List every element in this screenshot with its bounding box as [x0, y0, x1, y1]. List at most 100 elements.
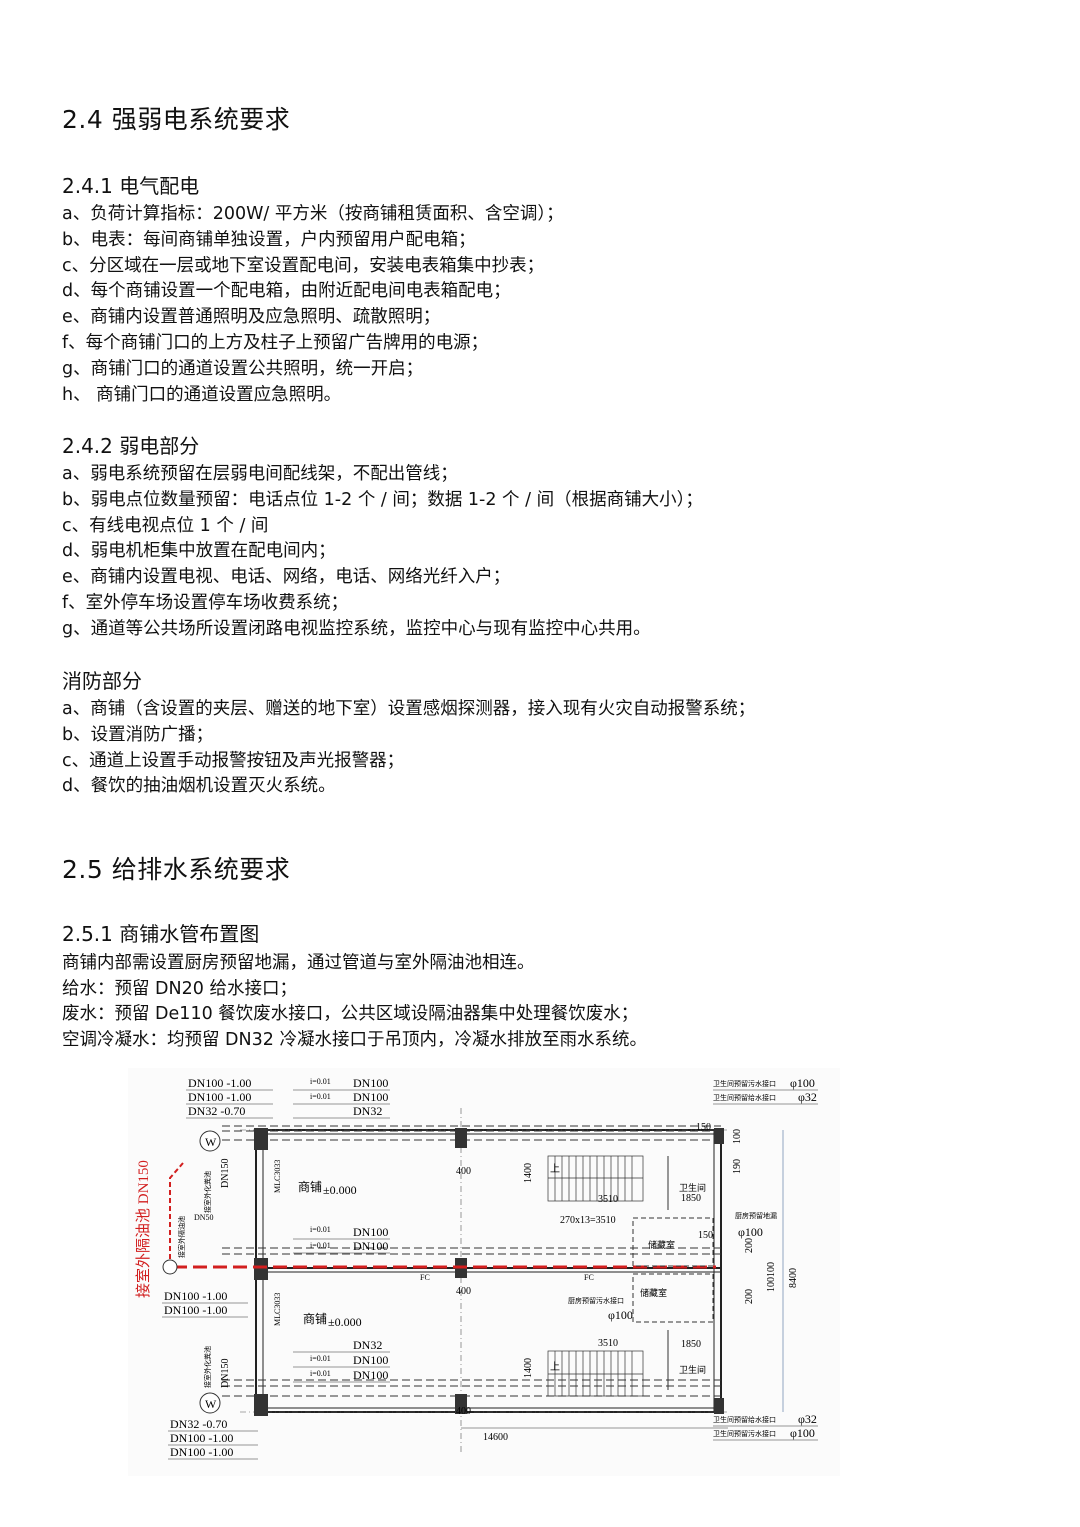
- list-item: a、负荷计算指标：200W/ 平方米（按商铺租赁面积、含空调）；: [62, 204, 564, 224]
- fc-label: FC: [420, 1273, 430, 1282]
- list-item: e、商铺内设置普通照明及应急照明、疏散照明；: [62, 307, 441, 328]
- list-item: c、分区域在一层或地下室设置配电间，安装电表箱集中抄表；: [62, 255, 545, 276]
- slope-labels-bottom: DN32 i=0.01 i=0.01 DN100 DN100: [293, 1338, 390, 1383]
- dimension-labels: 400 400 400 1400 1400 3510 3510 270x13=3…: [456, 1122, 799, 1443]
- list-item: c、有线电视点位 1 个 / 间: [62, 515, 269, 536]
- callout-value: φ100: [790, 1426, 815, 1440]
- section-2-5-title: 2.5 给排水系统要求: [62, 855, 291, 884]
- dimension: 14600: [483, 1432, 508, 1443]
- pipe-label: DN150: [220, 1359, 231, 1388]
- pipe-label: DN100: [353, 1353, 388, 1367]
- dimension: 100: [732, 1129, 743, 1144]
- right-bottom-callouts: 卫生间预留给水接口 φ32 卫生间预留污水接口 φ100: [713, 1412, 818, 1441]
- pipe-label: DN32 -0.70: [188, 1104, 245, 1118]
- callout-label: 卫生间预留给水接口: [713, 1093, 776, 1102]
- slope-label: i=0.01: [310, 1225, 331, 1234]
- dimension: 3510: [598, 1194, 618, 1205]
- right-top-callouts: 卫生间预留污水接口 φ100 卫生间预留给水接口 φ32: [713, 1076, 818, 1105]
- dimension: 400: [456, 1166, 471, 1177]
- list-item: c、通道上设置手动报警按钮及声光报警器；: [62, 750, 405, 771]
- pipe-label: DN100: [353, 1090, 388, 1104]
- list-item: a、商铺（含设置的夹层、赠送的地下室）设置感烟探测器，接入现有火灾自动报警系统；: [62, 699, 756, 719]
- pipe-label: DN100: [353, 1076, 388, 1090]
- pipe-label: DN32: [353, 1104, 382, 1118]
- stair-upper: [547, 1155, 644, 1202]
- note-label: 接室外隔油池: [177, 1216, 186, 1258]
- room-label: 储藏室: [648, 1239, 675, 1250]
- room-label: 厨房预留污水接口: [568, 1296, 624, 1305]
- slope-label: i=0.01: [310, 1354, 331, 1363]
- room-label: 厨房预留地漏: [735, 1211, 777, 1220]
- paragraph-line: 商铺内部需设置厨房预留地漏，通过管道与室外隔油池相连。: [62, 953, 535, 973]
- callout-value: φ100: [790, 1076, 815, 1090]
- note-label: 接室外化粪池: [203, 1346, 212, 1388]
- subsection-2-4-2-title: 2.4.2 弱电部分: [62, 434, 200, 458]
- callout-label: 卫生间预留污水接口: [713, 1079, 776, 1088]
- slope-label: i=0.01: [310, 1092, 331, 1101]
- room-labels: 卫生间 卫生间 储藏室 储藏室 厨房预留地漏 厨房预留污水接口 φ100 φ10…: [568, 1182, 777, 1375]
- dimension: 1400: [523, 1358, 534, 1378]
- left-mid-pipe-labels: DN100 -1.00 DN100 -1.00: [162, 1289, 248, 1318]
- slope-label: i=0.01: [310, 1077, 331, 1086]
- slope-labels-mid: i=0.01 i=0.01 DN100 DN100: [293, 1225, 390, 1254]
- fire-protection-title: 消防部分: [62, 669, 142, 693]
- paragraph-line: 废水：预留 De110 餐饮废水接口，公共区域设隔油器集中处理餐饮废水；: [62, 1004, 639, 1025]
- fc-label: FC: [584, 1273, 594, 1282]
- column-tag: MLC3033: [273, 1160, 282, 1193]
- dimension: 1850: [681, 1193, 701, 1204]
- pipe-label: DN100 -1.00: [170, 1445, 233, 1459]
- note-label: 接室外化粪池: [203, 1171, 212, 1213]
- grease-trap-label: 接室外隔油池 DN150: [135, 1160, 152, 1298]
- left-top-pipe-labels: DN100 -1.00 DN100 -1.00 DN32 -0.70: [186, 1076, 273, 1119]
- well-label: W: [205, 1135, 217, 1149]
- column-tag: MLC3033: [273, 1293, 282, 1326]
- plumbing-paragraph: 商铺内部需设置厨房预留地漏，通过管道与室外隔油池相连。 给水：预留 DN20 给…: [62, 951, 647, 1053]
- fire-protection-list: a、商铺（含设置的夹层、赠送的地下室）设置感烟探测器，接入现有火灾自动报警系统；…: [62, 697, 755, 800]
- dimension: 150: [696, 1122, 711, 1133]
- dimension: 270x13=3510: [560, 1215, 616, 1226]
- stair-lower: [547, 1350, 644, 1397]
- left-bottom-pipe-labels: DN32 -0.70 DN100 -1.00 DN100 -1.00: [168, 1417, 258, 1460]
- pipe-label: DN100 -1.00: [188, 1076, 251, 1090]
- slope-label: i=0.01: [310, 1369, 331, 1378]
- pipe-label: DN100: [353, 1225, 388, 1239]
- pipe-size: φ100: [738, 1225, 763, 1239]
- slope-labels-top: i=0.01 i=0.01 DN100 DN100 DN32: [293, 1076, 390, 1119]
- dimension: 400: [456, 1406, 471, 1417]
- paragraph-line: 空调冷凝水：均预留 DN32 冷凝水接口于吊顶内，冷凝水排放至雨水系统。: [62, 1029, 647, 1050]
- pipe-label: DN100 -1.00: [164, 1289, 227, 1303]
- list-item: a、弱电系统预留在层弱电间配线架，不配出管线；: [62, 464, 458, 484]
- paragraph-line: 给水：预留 DN20 给水接口；: [62, 978, 297, 999]
- dimension: 200: [744, 1289, 755, 1304]
- list-item: d、餐饮的抽油烟机设置灭火系统。: [62, 776, 336, 797]
- stair-up-label: 上: [550, 1163, 560, 1175]
- interior-partitions: [632, 1156, 714, 1390]
- list-item: b、设置消防广播；: [62, 724, 214, 745]
- elevation-label: ±0.000: [328, 1315, 362, 1329]
- list-item: d、弱电机柜集中放置在配电间内；: [62, 541, 336, 562]
- subsection-2-4-1-title: 2.4.1 电气配电: [62, 174, 200, 198]
- list-item: d、每个商铺设置一个配电箱，由附近配电间电表箱配电；: [62, 281, 511, 302]
- slope-label: i=0.01: [310, 1241, 331, 1250]
- dimension: 150: [698, 1230, 713, 1241]
- stair-up-label: 上: [550, 1361, 560, 1373]
- elevation-label: ±0.000: [323, 1183, 357, 1197]
- callout-label: 卫生间预留污水接口: [713, 1429, 776, 1438]
- dimension: 3510: [598, 1338, 618, 1349]
- dimension: 1850: [681, 1339, 701, 1350]
- callout-value: φ32: [798, 1412, 817, 1426]
- pipe-label: DN32 -0.70: [170, 1417, 227, 1431]
- electrical-list: a、负荷计算指标：200W/ 平方米（按商铺租赁面积、含空调）； b、电表：每间…: [62, 202, 564, 408]
- shop-label: 商铺: [303, 1311, 327, 1326]
- pipe-label: DN100 -1.00: [164, 1303, 227, 1317]
- room-label: 卫生间: [679, 1364, 706, 1375]
- waste-pipe-red: [162, 1162, 716, 1275]
- list-item: f、室外停车场设置停车场收费系统；: [62, 592, 349, 613]
- pipe-size: φ100: [608, 1308, 633, 1322]
- dimension: 400: [456, 1286, 471, 1297]
- pipe-label: DN100: [353, 1368, 388, 1382]
- pipe-label: DN150: [220, 1159, 231, 1188]
- well-symbols: [199, 1130, 221, 1414]
- dimension: 100100: [766, 1262, 777, 1292]
